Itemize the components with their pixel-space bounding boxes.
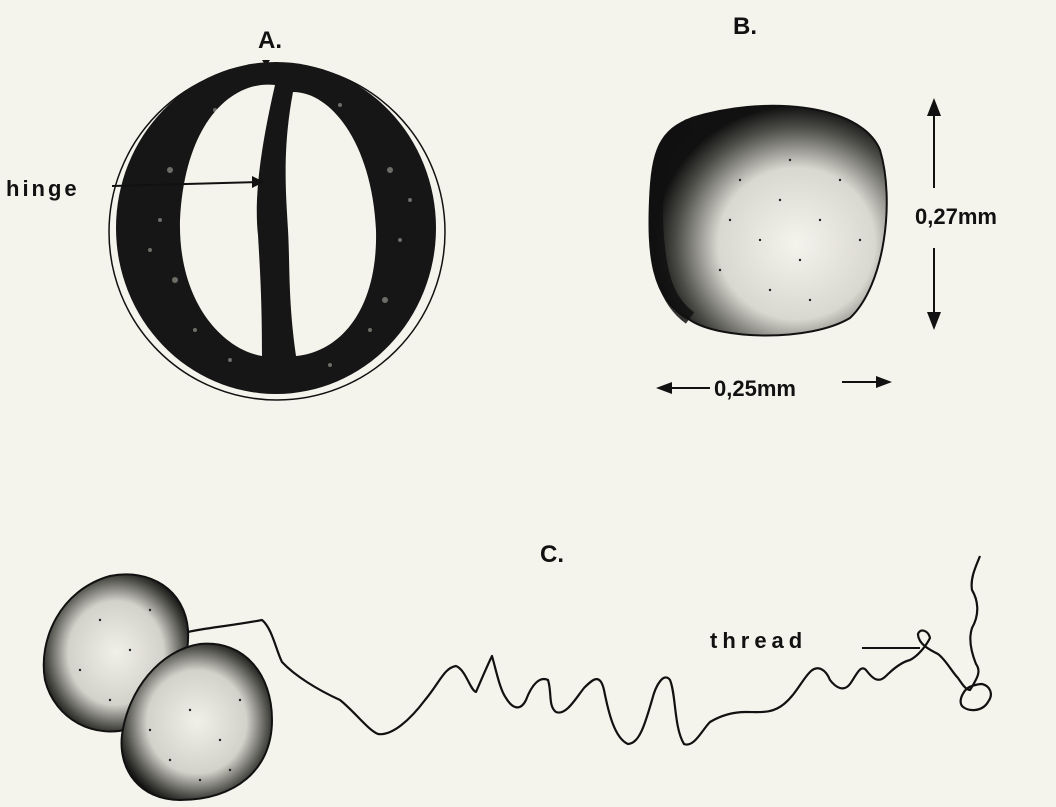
panel-c-label: C. [540, 541, 564, 568]
panel-c: C. thread [44, 541, 991, 800]
width-arrow-right [876, 376, 892, 388]
valve-body [116, 62, 436, 394]
thread-label: thread [710, 628, 807, 653]
height-arrow-down [927, 312, 941, 330]
panel-b-label: B. [733, 13, 757, 40]
thread [188, 556, 980, 745]
width-arrow-left [656, 382, 672, 394]
panel-a-label: A. [258, 27, 282, 54]
cell-b [649, 106, 886, 336]
panel-a: A. hinge [6, 27, 445, 400]
height-label: 0,27mm [915, 204, 997, 229]
hinge-label: hinge [6, 176, 80, 201]
width-label: 0,25mm [714, 376, 796, 401]
panel-b: B. 0,27mm 0,25mm [649, 13, 996, 401]
height-arrow-up [927, 98, 941, 116]
